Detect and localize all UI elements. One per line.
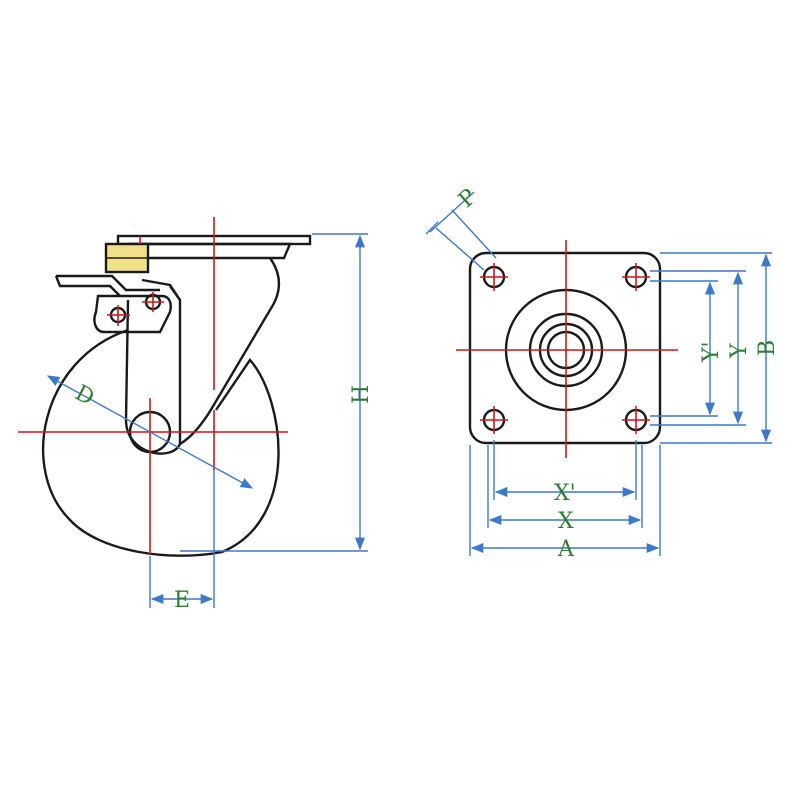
label-y-prime: Y'	[699, 341, 724, 363]
dim-p-line	[429, 191, 475, 233]
label-x: X	[558, 509, 574, 534]
label-d: D	[71, 381, 98, 411]
mounting-plate	[468, 251, 662, 445]
label-h: H	[349, 385, 374, 404]
side-view	[18, 217, 368, 608]
top-view	[425, 191, 772, 556]
label-b: B	[755, 340, 780, 356]
brake-lever	[54, 274, 160, 297]
dim-d-line	[46, 375, 254, 489]
label-y: Y	[727, 343, 752, 359]
label-a: A	[557, 537, 575, 562]
label-x-prime: X'	[554, 481, 576, 506]
wheel-outline	[41, 328, 280, 557]
label-e: E	[174, 588, 190, 613]
bolt-holes	[482, 265, 648, 432]
label-p: P	[454, 184, 482, 213]
swivel-raceway	[127, 242, 292, 260]
brake-bracket	[93, 294, 172, 334]
